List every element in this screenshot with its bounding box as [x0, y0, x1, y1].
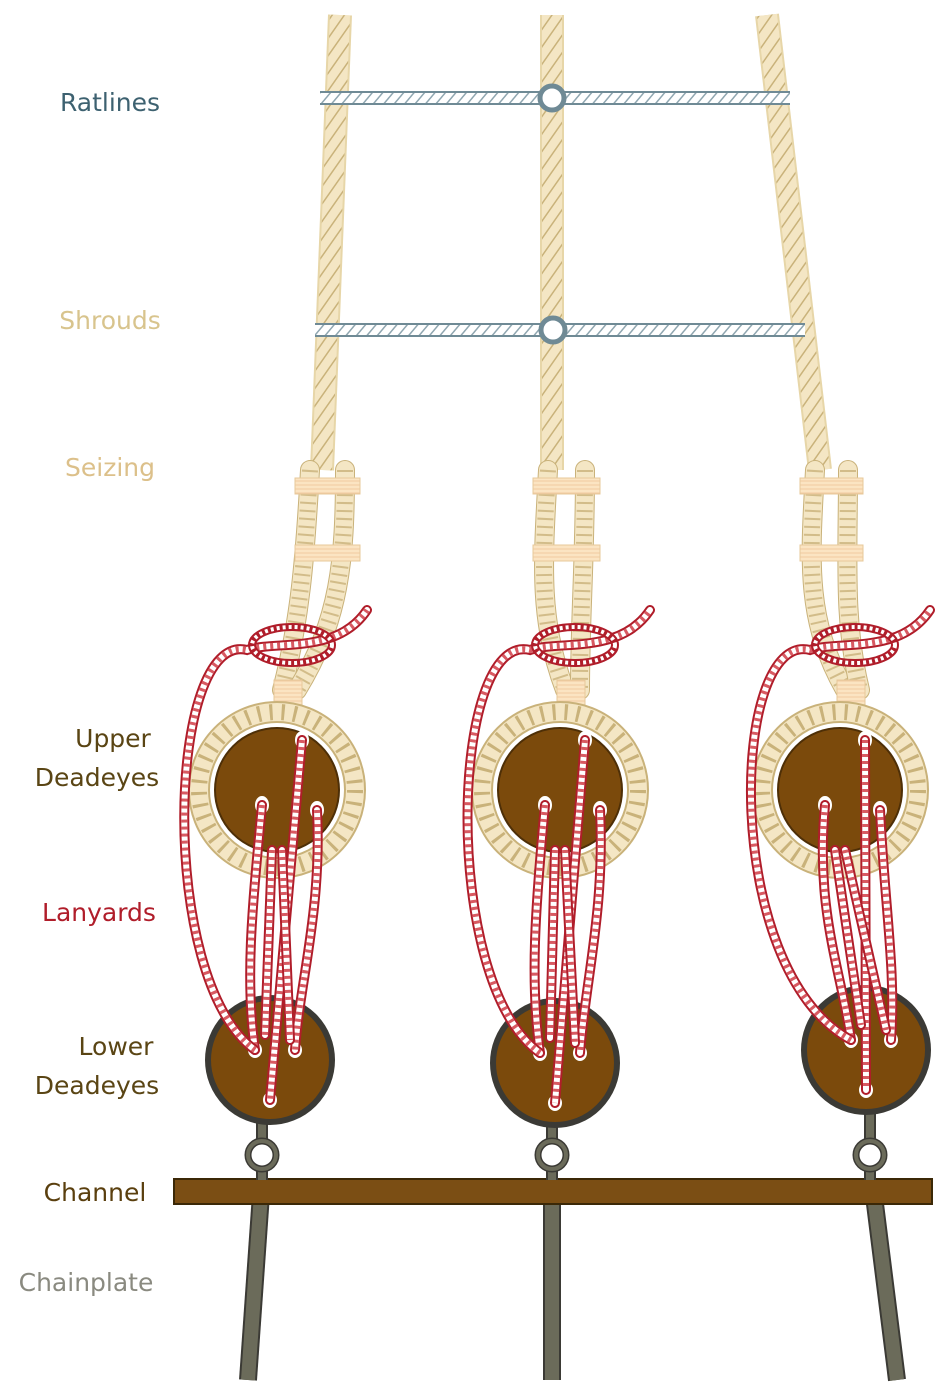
seizing-band-2-2	[533, 545, 600, 561]
seizing-band-3-2	[800, 545, 863, 561]
label-lanyards: Lanyards	[42, 898, 156, 927]
label-lower-deadeyes-line2: Deadeyes	[35, 1071, 159, 1100]
channel-board	[174, 1179, 932, 1204]
shroud-1-twist	[322, 15, 340, 470]
seizing-band-2-1	[533, 478, 600, 494]
label-lower-deadeyes-line1: Lower	[79, 1032, 155, 1061]
ratline-upper-knot	[540, 86, 564, 110]
label-seizing: Seizing	[65, 453, 155, 482]
label-shrouds: Shrouds	[59, 306, 160, 335]
seizing-band-1-2	[295, 545, 360, 561]
label-channel: Channel	[44, 1178, 147, 1207]
label-upper-deadeyes-line2: Deadeyes	[35, 763, 159, 792]
chainplate-1	[248, 1180, 262, 1380]
shroud-3-twist	[767, 15, 820, 470]
label-ratlines: Ratlines	[60, 88, 160, 117]
shroud-leg-b-2	[580, 470, 585, 690]
seizing-band-1-1	[295, 478, 360, 494]
seizing-band-3-1	[800, 478, 863, 494]
shroud-leg-b-3	[847, 470, 860, 690]
label-chainplate: Chainplate	[19, 1268, 154, 1297]
label-upper-deadeyes-line1: Upper	[75, 724, 151, 753]
ratline-lower-knot	[541, 318, 565, 342]
